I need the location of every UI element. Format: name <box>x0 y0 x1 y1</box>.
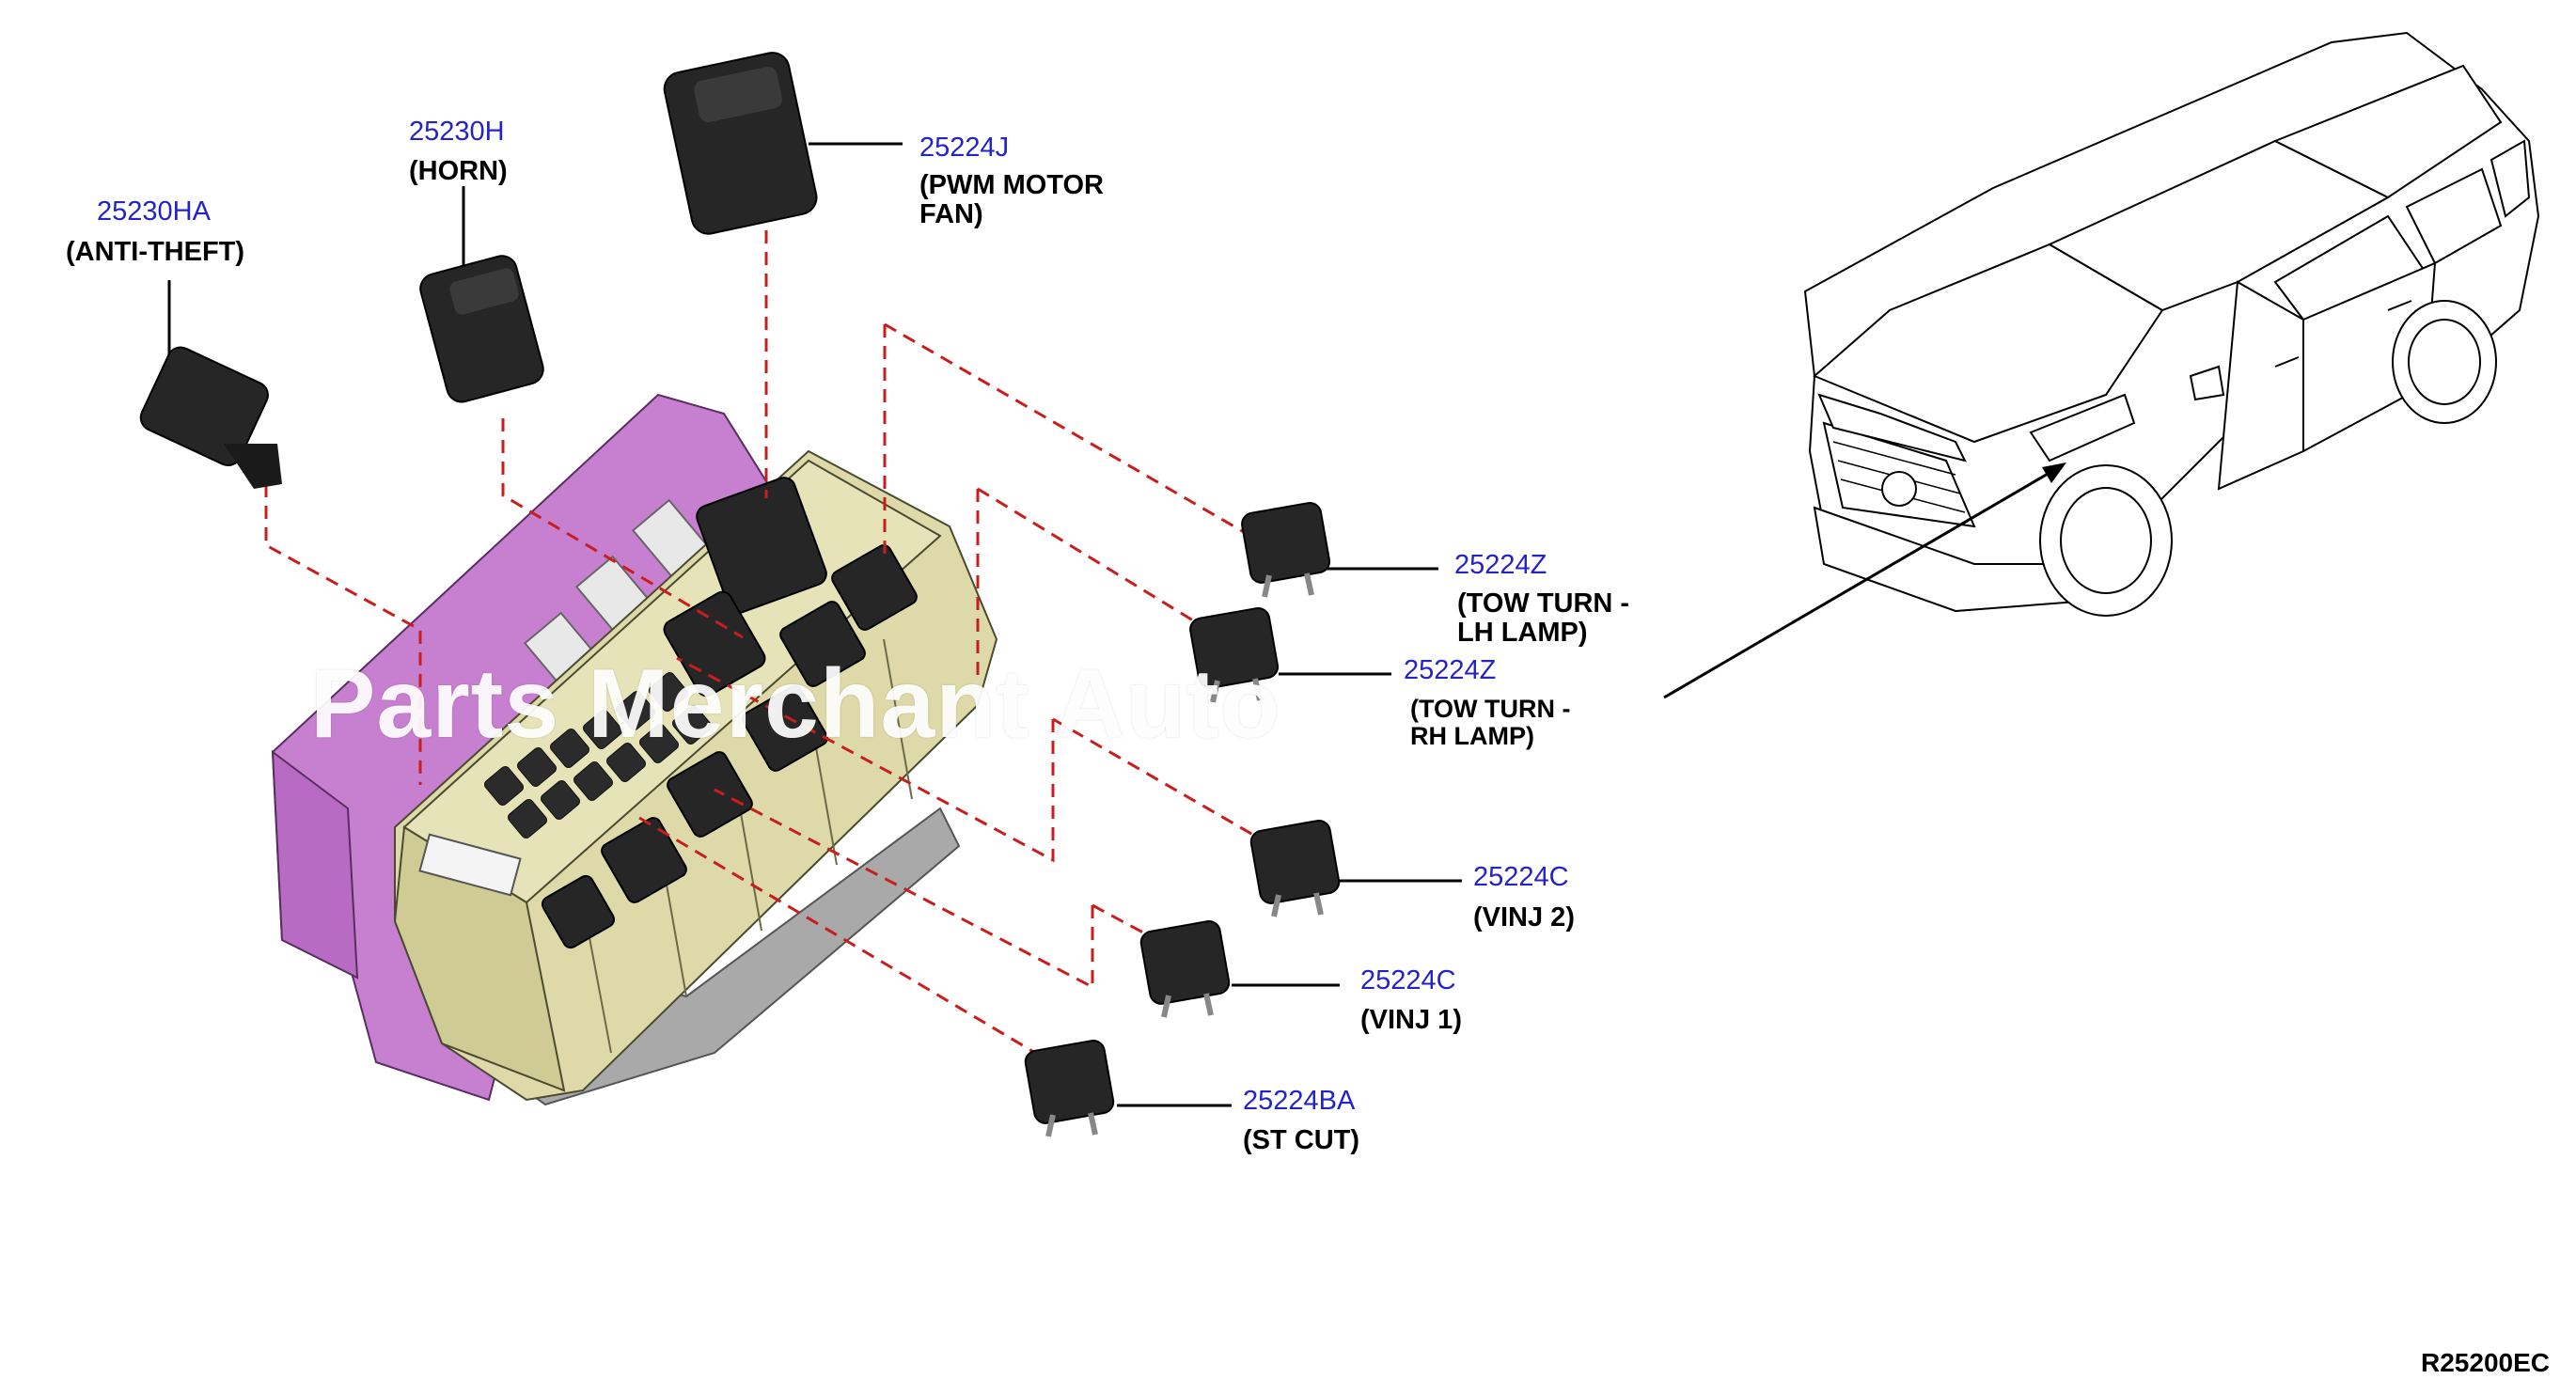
part-number-25224c-vinj1: 25224C <box>1360 965 1456 995</box>
part-desc-horn: (HORN) <box>409 156 508 186</box>
box-frame-side <box>271 749 359 980</box>
fuse-relay-box <box>271 393 998 1106</box>
relay-vinj-1 <box>1139 920 1231 1018</box>
part-desc-tow-turn-lh-2: LH LAMP) <box>1457 618 1588 648</box>
part-desc-pwm-motor-fan-2: FAN) <box>919 199 983 229</box>
part-desc-anti-theft: (ANTI-THEFT) <box>66 237 245 267</box>
part-desc-vinj-1: (VINJ 1) <box>1360 1005 1462 1035</box>
box-label <box>418 833 522 897</box>
part-number-25230h: 25230H <box>409 117 505 147</box>
part-desc-tow-turn-rh-2: RH LAMP) <box>1410 722 1534 750</box>
part-number-25224j: 25224J <box>919 133 1010 163</box>
relay-horn <box>419 255 544 403</box>
diagram-reference-code: R25200EC <box>2421 1348 2550 1377</box>
part-number-25224ba: 25224BA <box>1243 1086 1356 1116</box>
vehicle-outline <box>1803 31 2540 617</box>
relay-st-cut <box>1024 1040 1115 1137</box>
part-number-25224z-lh: 25224Z <box>1454 550 1547 580</box>
part-desc-st-cut: (ST CUT) <box>1243 1125 1360 1155</box>
part-number-25230ha: 25230HA <box>97 196 211 227</box>
leader-dashed-lines <box>264 230 1265 1064</box>
part-desc-tow-turn-rh-1: (TOW TURN - <box>1410 695 1571 723</box>
relay-vinj-2 <box>1249 820 1341 917</box>
relay-tow-turn-lh <box>1241 501 1331 598</box>
part-desc-pwm-motor-fan-1: (PWM MOTOR <box>919 170 1104 200</box>
part-desc-tow-turn-lh-1: (TOW TURN - <box>1457 588 1630 619</box>
relay-anti-theft <box>139 346 282 489</box>
part-number-25224c-vinj2: 25224C <box>1473 862 1569 892</box>
part-desc-vinj-2: (VINJ 2) <box>1473 902 1575 933</box>
part-number-25224z-rh: 25224Z <box>1404 655 1497 685</box>
relay-pwm-motor-fan <box>663 52 818 235</box>
location-arrow <box>1663 462 2066 699</box>
watermark: Parts Merchant Auto <box>310 650 1281 759</box>
relay-tow-turn-rh <box>1189 606 1280 703</box>
